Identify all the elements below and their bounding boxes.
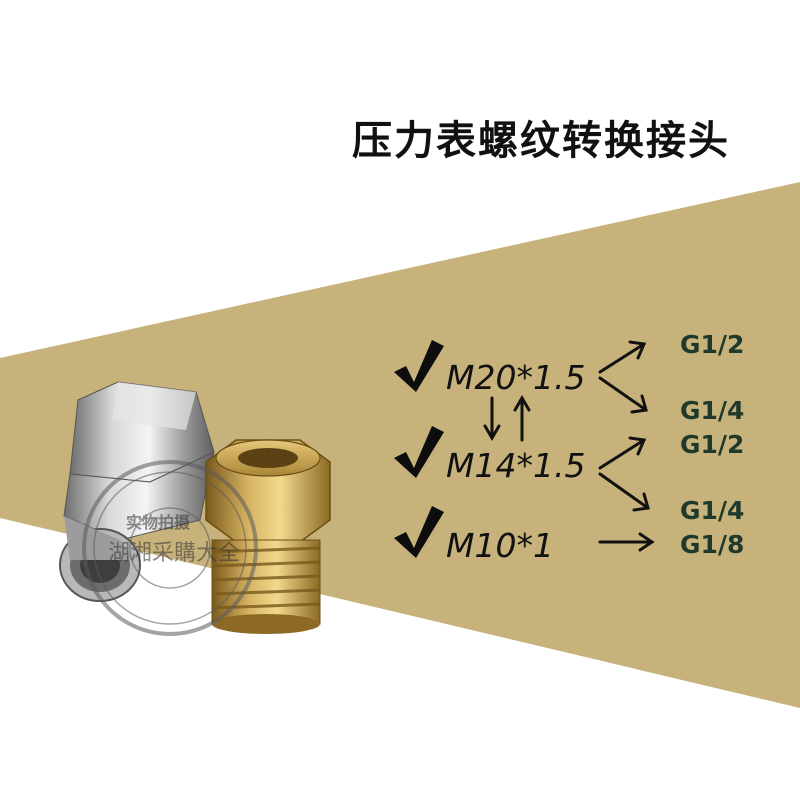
background-band [0, 182, 800, 708]
page-title: 压力表螺纹转换接头 [352, 118, 730, 164]
stainless-adapter-image [59, 381, 215, 602]
svg-text:实物拍摄: 实物拍摄 [126, 513, 191, 532]
check-icons [394, 340, 444, 558]
output-g1-4-mid: G1/4 [680, 496, 745, 525]
arrow-up-right-icon [598, 438, 646, 470]
svg-text:湖湘采購大全: 湖湘采購大全 [108, 541, 240, 566]
thread-spec-m10: M10*1 [446, 526, 554, 565]
arrow-icons [483, 340, 655, 552]
watermark-seal: 实物拍摄 湖湘采購大全 [82, 460, 258, 636]
arrow-down-right-icon [598, 376, 648, 412]
output-g1-2-top: G1/2 [680, 330, 745, 359]
thread-spec-m20: M20*1.5 [446, 358, 586, 397]
output-g1-2-mid: G1/2 [680, 430, 745, 459]
arrow-up-right-icon [598, 342, 646, 374]
thread-spec-m14: M14*1.5 [446, 446, 586, 485]
output-g1-8: G1/8 [680, 530, 745, 559]
check-icon-2 [394, 426, 444, 478]
check-icon-3 [394, 506, 444, 558]
check-icon-1 [394, 340, 444, 392]
output-g1-4-top: G1/4 [680, 396, 745, 425]
brass-adapter-image [205, 439, 331, 634]
arrow-down-right-icon [598, 472, 650, 510]
